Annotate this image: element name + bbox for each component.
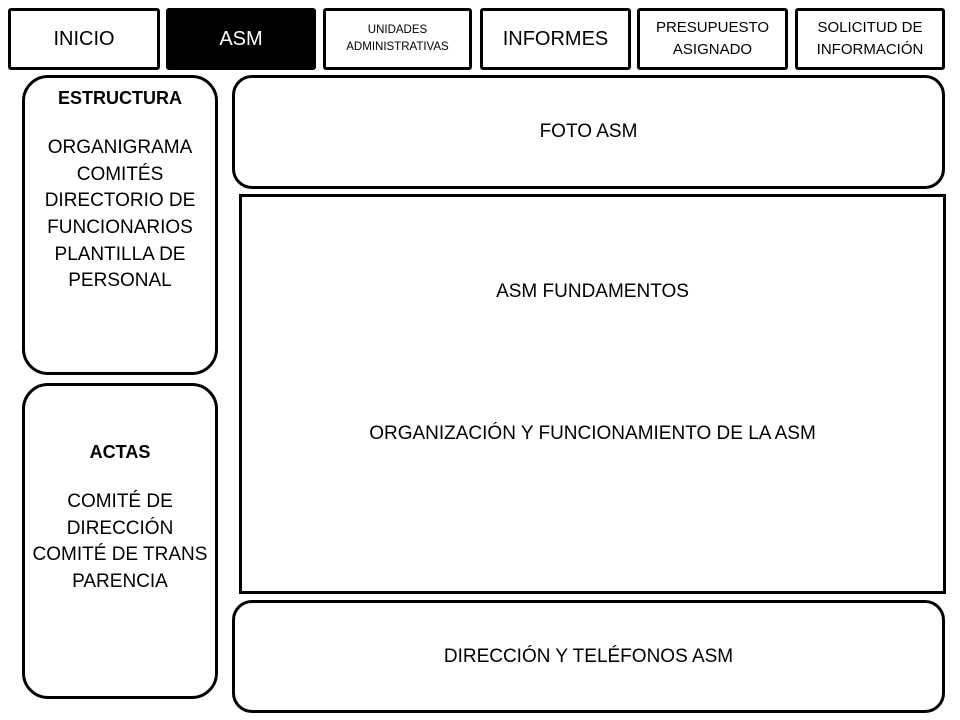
link-comite-de-direccion[interactable]: COMITÉ DE DIRECCIÓN — [66, 491, 174, 539]
estructura-title: ESTRUCTURA — [58, 88, 182, 108]
tab-unidades-administrativas[interactable]: UNIDADES ADMINISTRATIVAS — [323, 8, 472, 70]
foto-asm-label: FOTO ASM — [539, 121, 638, 142]
link-directorio-de-funcionarios[interactable]: DIRECTORIO DE FUNCIONARIOS — [44, 190, 196, 238]
link-comites[interactable]: COMITÉS — [76, 163, 164, 185]
link-plantilla-de-personal[interactable]: PLANTILLA DE PERSONAL — [54, 243, 186, 292]
organizacion-funcionamiento-link[interactable]: ORGANIZACIÓN Y FUNCIONAMIENTO DE LA ASM — [369, 423, 816, 444]
asm-fundamentos-link[interactable]: ASM FUNDAMENTOS — [496, 281, 689, 302]
foto-asm-panel: FOTO ASM — [232, 75, 945, 189]
tab-solicitud-de-informacion[interactable]: SOLICITUD DE INFORMACIÓN — [795, 8, 945, 70]
tab-inicio[interactable]: INICIO — [8, 8, 160, 70]
direccion-telefonos-panel: DIRECCIÓN Y TELÉFONOS ASM — [232, 600, 945, 713]
direccion-telefonos-link[interactable]: DIRECCIÓN Y TELÉFONOS ASM — [443, 645, 734, 667]
tab-informes[interactable]: INFORMES — [480, 8, 631, 70]
link-organigrama[interactable]: ORGANIGRAMA — [47, 137, 193, 159]
link-comite-de-transparencia[interactable]: COMITÉ DE TRANSPARENCIA — [32, 544, 208, 592]
actas-panel: ACTAS COMITÉ DE DIRECCIÓN COMITÉ DE TRAN… — [22, 383, 218, 699]
actas-title: ACTAS — [89, 442, 151, 462]
estructura-panel: ESTRUCTURA ORGANIGRAMA COMITÉS DIRECTORI… — [22, 75, 218, 375]
fundamentos-panel: ASM FUNDAMENTOS ORGANIZACIÓN Y FUNCIONAM… — [239, 194, 946, 594]
tab-asm[interactable]: ASM — [166, 8, 316, 70]
tab-presupuesto-asignado[interactable]: PRESUPUESTO ASIGNADO — [637, 8, 788, 70]
